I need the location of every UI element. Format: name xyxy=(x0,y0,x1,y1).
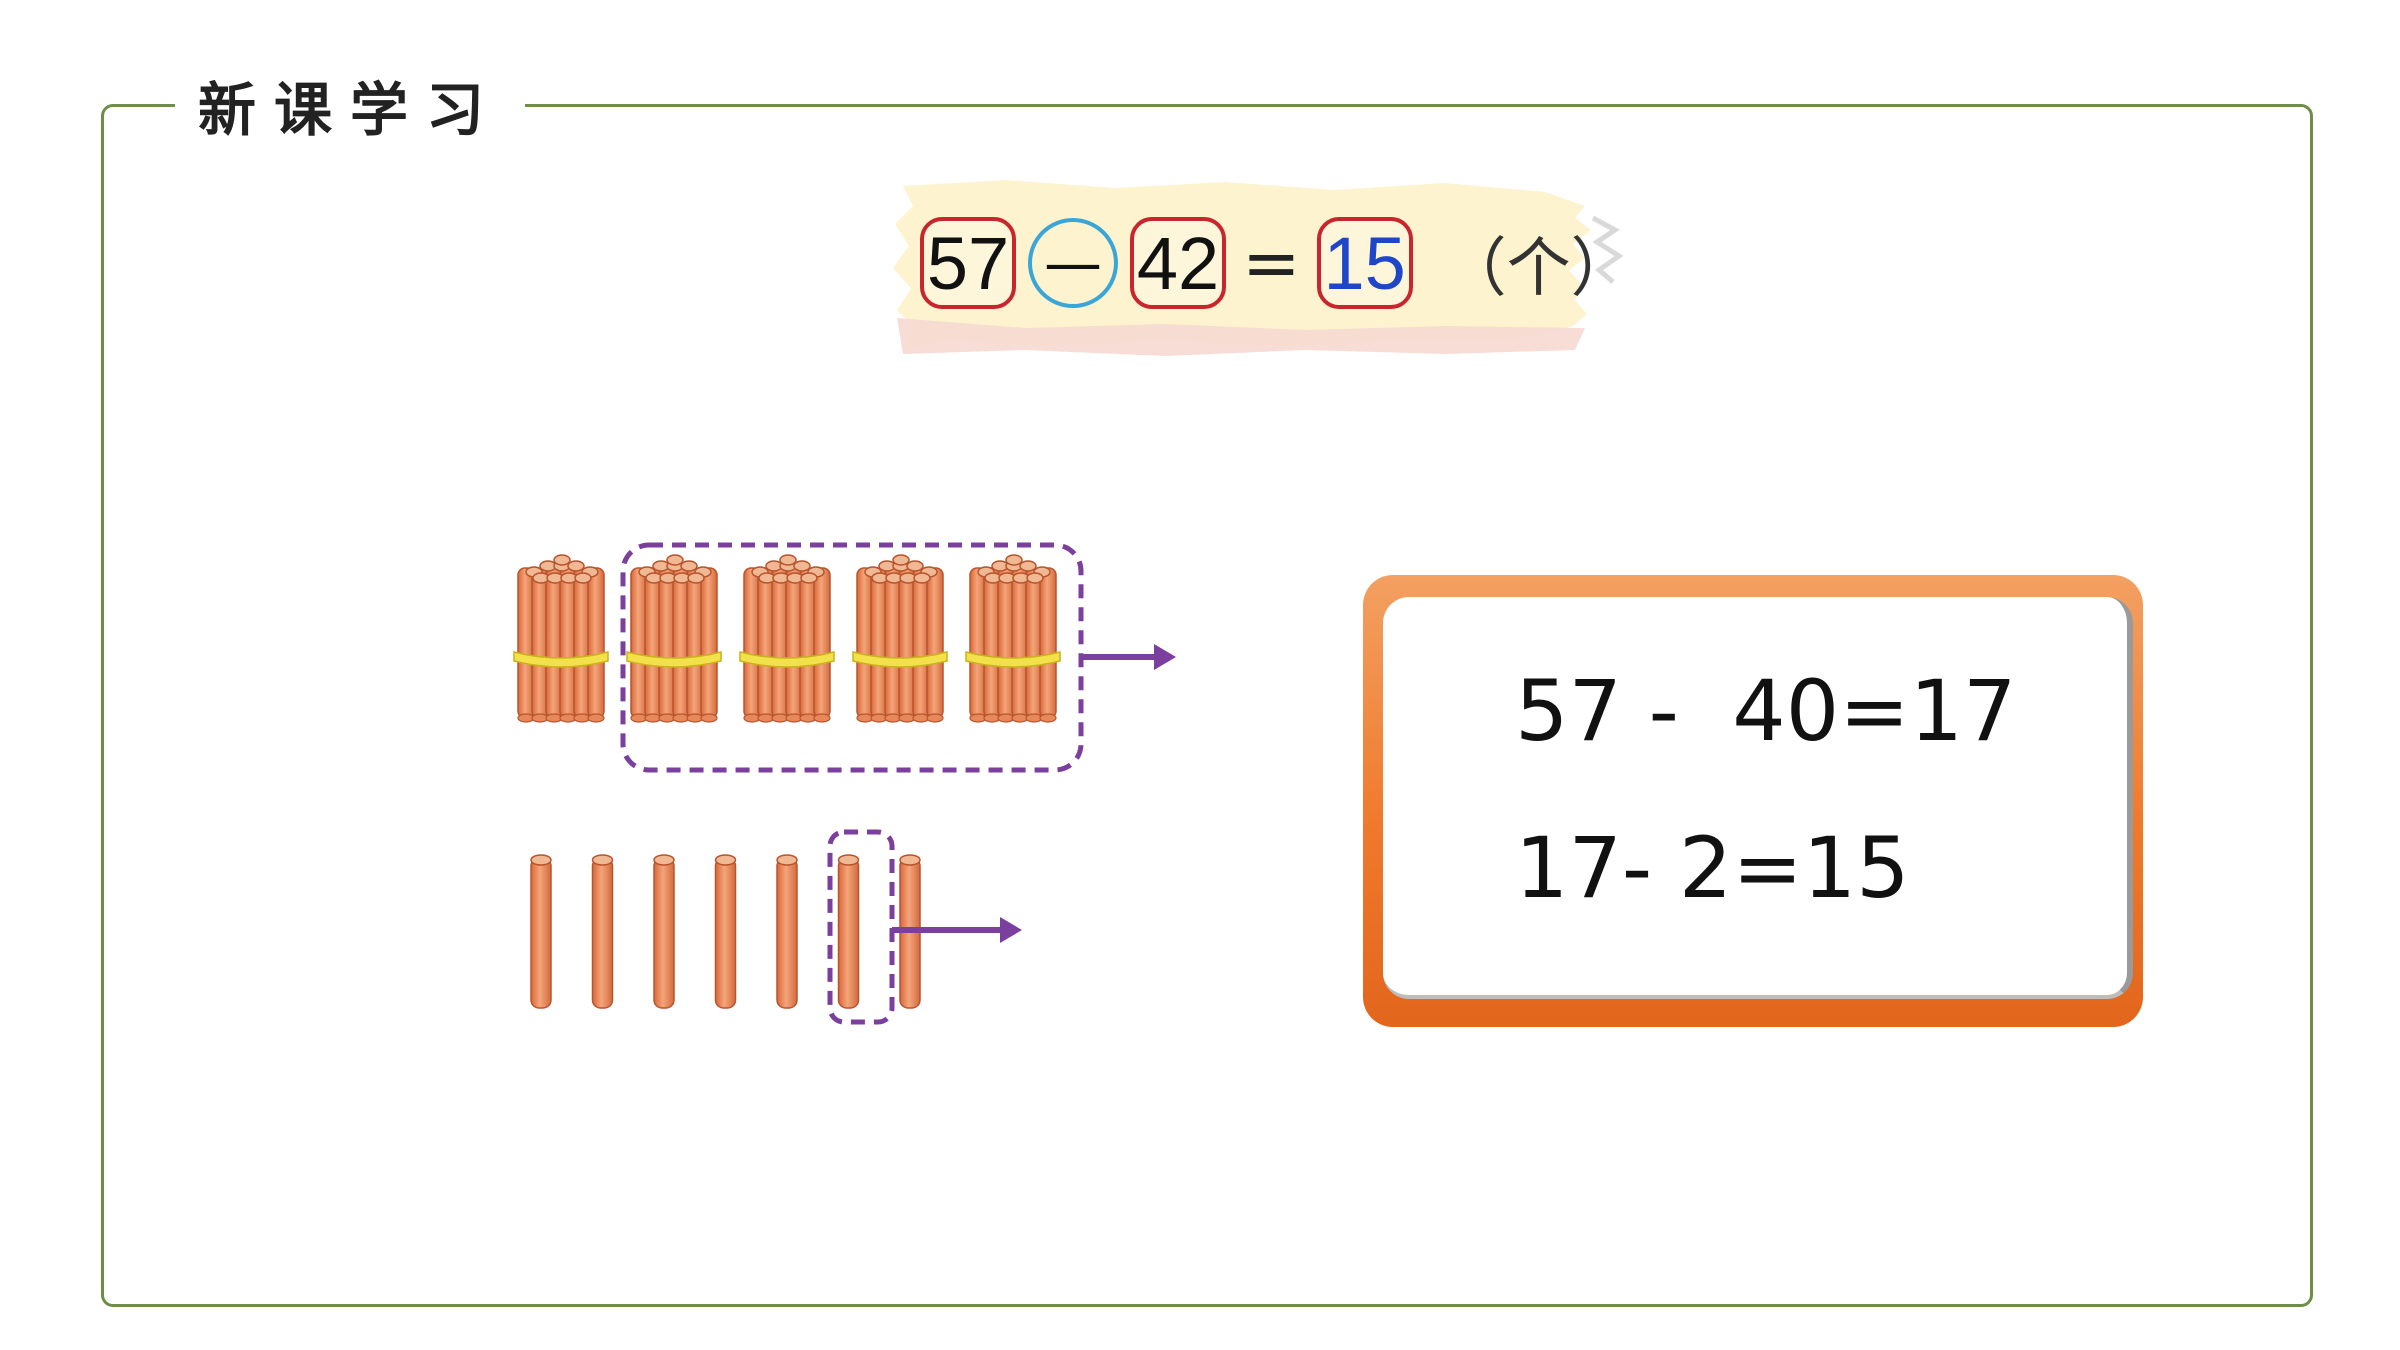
single-stick xyxy=(591,854,614,1009)
single-stick xyxy=(776,854,798,1009)
calculation-line-1: 57 - 40=17 xyxy=(1515,662,2017,760)
calculation-line-2: 17- 2=15 xyxy=(1515,819,1910,917)
single-stick xyxy=(530,854,552,1009)
subtrahend-box: 42 xyxy=(1130,217,1226,309)
stick-bundle-ten xyxy=(626,554,722,723)
section-title: 新课学习 xyxy=(197,76,502,144)
minus-operator-circle: — xyxy=(1028,218,1118,308)
content-frame xyxy=(101,104,2313,1307)
answer-card-body: 57 - 40=17 17- 2=15 xyxy=(1383,597,2133,999)
counting-sticks-illustration xyxy=(513,542,1176,1025)
answer-card: 57 - 40=17 17- 2=15 xyxy=(1363,575,2143,1027)
section-title-tab: 新课学习 xyxy=(175,60,525,150)
stick-bundle-ten xyxy=(965,554,1061,723)
result-box: 15 xyxy=(1316,217,1413,309)
equation-row: 57 — 42 = 15 （个） xyxy=(920,213,1635,313)
single-stick xyxy=(837,854,860,1009)
stick-bundle-ten xyxy=(739,554,835,723)
stick-bundle-ten xyxy=(852,554,948,723)
equals-sign: = xyxy=(1242,222,1301,304)
single-stick xyxy=(653,854,675,1009)
singles-arrow-icon xyxy=(892,917,1022,943)
minuend-box: 57 xyxy=(920,217,1016,309)
single-stick xyxy=(714,854,737,1009)
singles-group-dashed-outline xyxy=(827,829,895,1025)
bundles-arrow-icon xyxy=(1080,644,1176,670)
unit-label: （个） xyxy=(1442,232,1635,306)
stick-bundle-ten xyxy=(513,554,609,723)
